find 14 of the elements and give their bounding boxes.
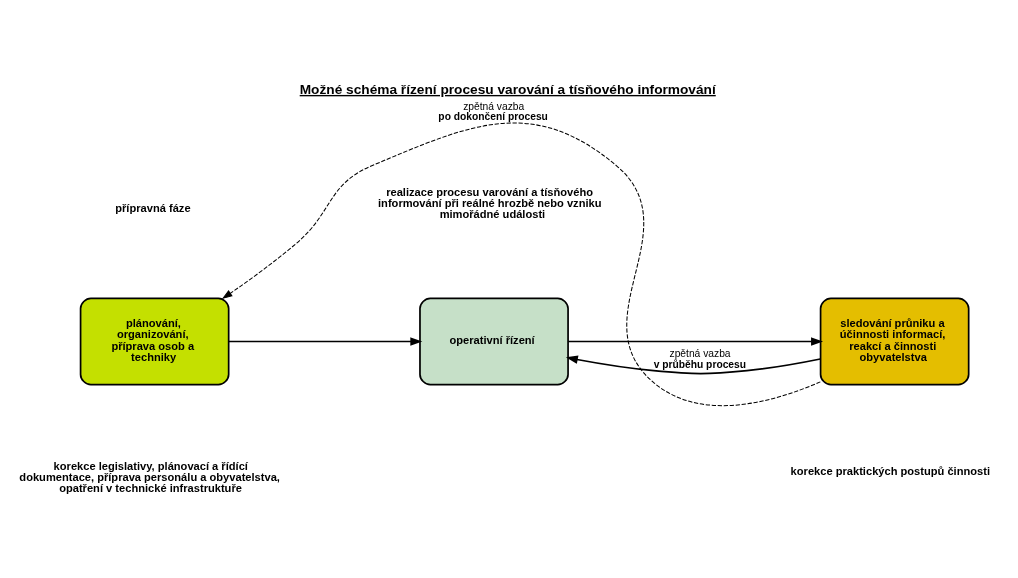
- label: korekce legislativy, plánovací a řídící dokumentace, příprava personálu a obyvatelstva, opatření v technické infrastruktuře: [19, 459, 280, 494]
- node-box: plánování, organizování, příprava osob a techniky: [79, 296, 230, 386]
- diagram-title: Možné schéma řízení procesu varování a tísňového informování: [299, 81, 716, 97]
- arrow: [221, 122, 821, 406]
- label: realizace procesu varování a tísňového informování při reálné hrozbě nebo vzniku mimořádné události: [378, 185, 602, 220]
- edge-label: zpětná vazba po dokončení procesu: [438, 100, 548, 122]
- label: přípravná fáze: [115, 201, 191, 214]
- node-box: sledování průniku a účinnosti informací, reakcí a činnosti obyvatelstva: [819, 296, 970, 386]
- arrow: [567, 336, 824, 346]
- node-box: operativní řízení: [419, 296, 569, 386]
- edge-label: zpětná vazba v průběhu procesu: [653, 347, 747, 370]
- arrow: [565, 355, 822, 374]
- label: korekce praktických postupů činnosti: [790, 464, 991, 477]
- arrow: [227, 336, 423, 346]
